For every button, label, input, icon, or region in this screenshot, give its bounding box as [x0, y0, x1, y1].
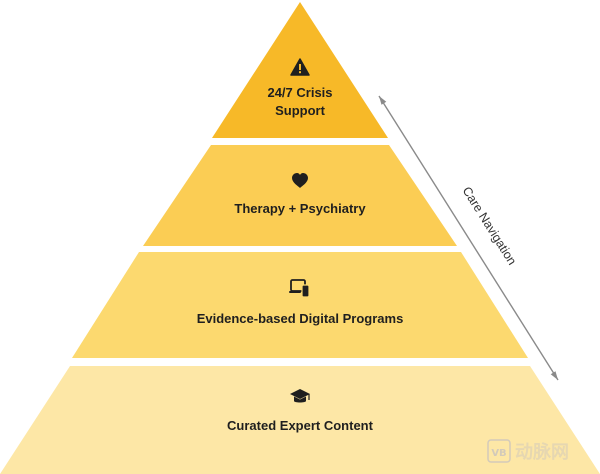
watermark-text: 动脉网 [515, 441, 569, 463]
care-navigation-label: Care Navigation [460, 184, 520, 267]
watermark-badge: VB [491, 448, 506, 459]
warning-icon [290, 58, 310, 76]
tier1-label-line1: 24/7 Crisis [267, 85, 332, 100]
devices-icon [289, 279, 310, 298]
heart-icon [292, 173, 308, 188]
graduation-cap-icon [290, 389, 310, 403]
watermark-logo: VB 动脉网 [487, 439, 569, 463]
tier1-label-line2: Support [275, 103, 325, 118]
tier-curated-expert-content [0, 366, 600, 474]
tier-evidence-based-digital-programs [72, 252, 528, 358]
tier3-label: Evidence-based Digital Programs [197, 311, 404, 326]
tier2-label: Therapy + Psychiatry [234, 201, 366, 216]
care-navigation-arrow [378, 95, 559, 381]
tier4-label: Curated Expert Content [227, 418, 374, 433]
tier-therapy-psychiatry [143, 145, 457, 246]
